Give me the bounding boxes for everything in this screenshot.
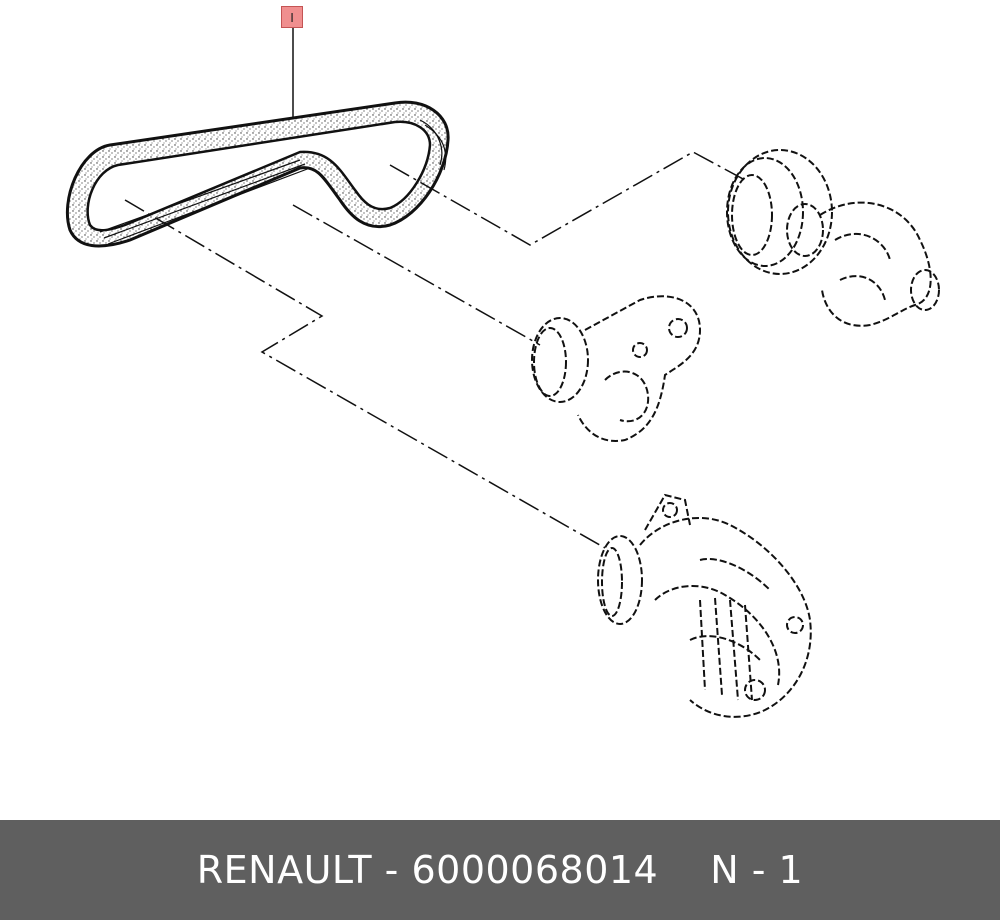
callout-marker[interactable]: I (281, 6, 303, 28)
assembly-lines (124, 151, 746, 549)
crankshaft-pulley (726, 149, 940, 327)
exploded-parts-diagram (65, 28, 940, 718)
part-footer-bar: RENAULT - 6000068014 N - 1 (0, 820, 1000, 920)
callout-label: I (290, 9, 294, 25)
brand-name: RENAULT (196, 848, 373, 892)
position-code: N - 1 (710, 848, 804, 892)
separator: - (384, 848, 399, 892)
drive-belt (65, 100, 450, 248)
alternator (597, 493, 812, 718)
belt-tensioner (531, 295, 702, 442)
part-number: 6000068014 (411, 848, 659, 892)
